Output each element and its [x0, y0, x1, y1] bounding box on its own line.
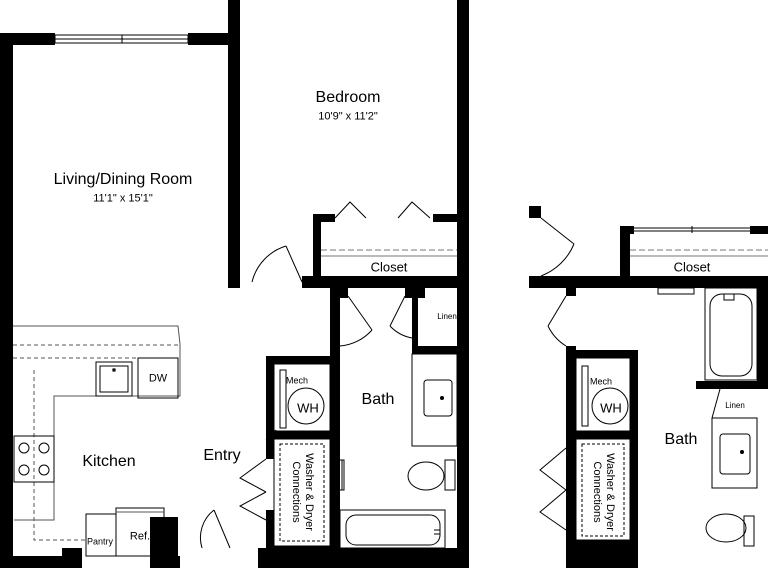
washer-dryer-right-label: Washer & Dryer Connections — [590, 453, 616, 531]
closet-right-label: Closet — [673, 259, 711, 275]
washer-dryer-right-line2: Connections — [591, 461, 603, 523]
bedroom-dimensions: 10'9" x 11'2" — [318, 110, 378, 123]
refrigerator-label: Ref. — [129, 530, 151, 543]
kitchen-label: Kitchen — [82, 453, 136, 470]
entry-label: Entry — [203, 447, 241, 464]
walls-right-unit — [529, 206, 768, 568]
bath-right-label: Bath — [664, 431, 698, 448]
bath-left-fixtures — [337, 353, 458, 549]
mech-right-fixtures — [575, 357, 631, 432]
linen-left-label: Linen — [437, 312, 457, 321]
washer-dryer-left-line2: Connections — [290, 461, 302, 523]
linen-right-label: Linen — [725, 401, 745, 410]
doors — [199, 201, 721, 549]
pantry-label: Pantry — [86, 536, 114, 547]
mech-left-fixtures — [273, 363, 331, 432]
closet-left-rod — [321, 249, 457, 257]
kitchen-counters — [13, 325, 181, 557]
washer-dryer-left-line1: Washer & Dryer — [303, 453, 315, 531]
walls-left-unit — [0, 0, 469, 568]
washer-dryer-right-line1: Washer & Dryer — [604, 453, 616, 531]
mech-left-label: Mech — [285, 375, 309, 386]
windows-right — [634, 226, 750, 233]
windows-living — [54, 34, 189, 44]
bath-right-fixtures — [657, 287, 758, 547]
water-heater-left-label: WH — [297, 400, 319, 416]
bath-left-label: Bath — [361, 391, 395, 408]
washer-right-fixtures — [575, 438, 631, 541]
living-room-dimensions: 11'1" x 15'1" — [93, 192, 153, 205]
dishwasher-label: DW — [148, 372, 168, 385]
washer-dryer-left-label: Washer & Dryer Connections — [289, 453, 315, 531]
closet-right-rod — [630, 249, 768, 257]
bedroom-label: Bedroom — [315, 89, 381, 106]
living-room-label: Living/Dining Room — [53, 171, 193, 188]
water-heater-right-label: WH — [600, 400, 622, 416]
mech-right-label: Mech — [589, 376, 613, 387]
closet-left-label: Closet — [370, 259, 408, 275]
washer-left-fixtures — [273, 438, 331, 547]
